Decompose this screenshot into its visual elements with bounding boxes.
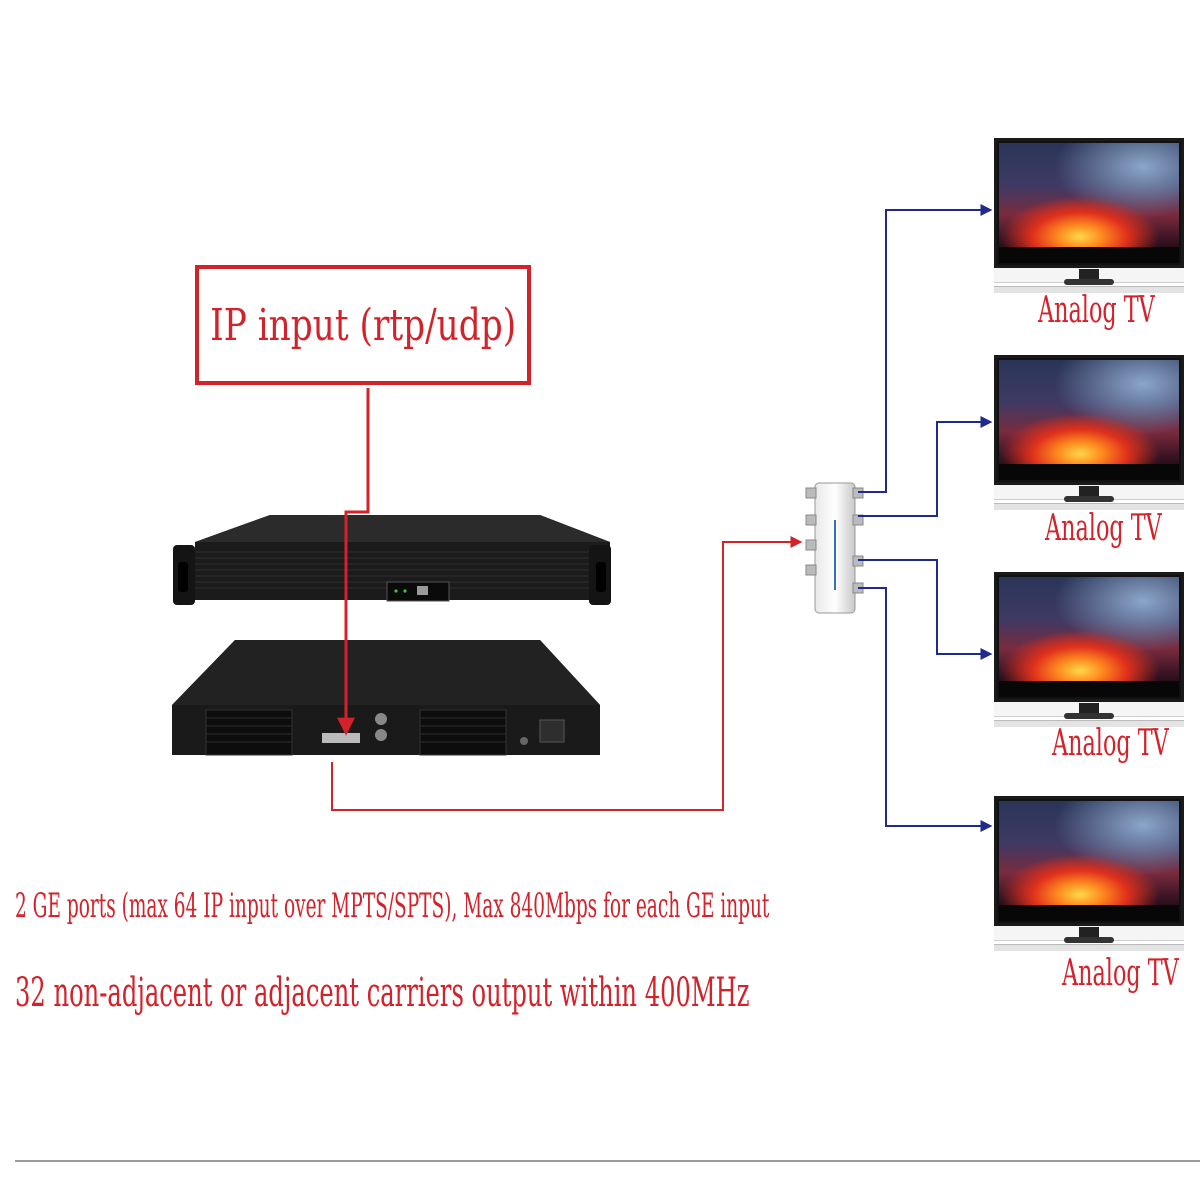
analog-tv-2 bbox=[994, 355, 1184, 520]
tv-label-3: Analog TV bbox=[1052, 723, 1169, 764]
tv-feed-line-4 bbox=[858, 587, 993, 832]
analog-tv-3 bbox=[994, 572, 1184, 737]
spec-ge-ports: 2 GE ports (max 64 IP input over MPTS/SP… bbox=[15, 886, 770, 926]
tv-feed-line-2 bbox=[858, 416, 993, 517]
tv-label-4: Analog TV bbox=[1062, 953, 1179, 994]
tv-label-1: Analog TV bbox=[1038, 290, 1155, 331]
tv-feed-line-1 bbox=[858, 204, 993, 493]
analog-tv-1 bbox=[994, 138, 1184, 303]
tv-feed-line-3 bbox=[858, 559, 993, 660]
ip-input-line bbox=[337, 388, 370, 736]
ip-input-label-box: IP input (rtp/udp) bbox=[195, 265, 531, 385]
ip-input-label: IP input (rtp/udp) bbox=[210, 299, 516, 351]
encoder-front-panel bbox=[173, 515, 611, 605]
rf-splitter bbox=[805, 482, 864, 614]
analog-tv-4 bbox=[994, 796, 1184, 961]
bottom-divider bbox=[15, 1160, 1200, 1162]
tv-label-2: Analog TV bbox=[1045, 508, 1162, 549]
rf-output-line bbox=[331, 536, 803, 811]
spec-carriers: 32 non-adjacent or adjacent carriers out… bbox=[15, 970, 750, 1016]
encoder-rear-panel bbox=[172, 640, 600, 756]
